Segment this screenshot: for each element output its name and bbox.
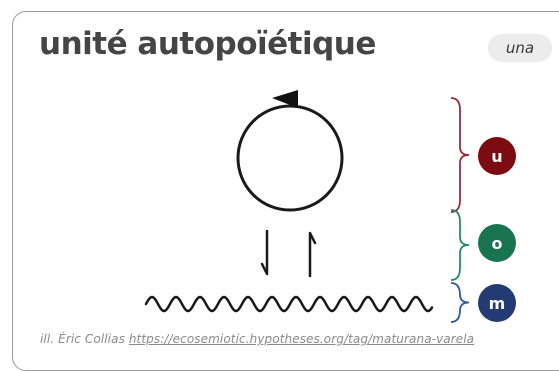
brace-o (450, 209, 470, 281)
medium-wave (144, 295, 434, 313)
badge-u-letter: u (491, 147, 502, 166)
tag-badge: una (488, 34, 552, 62)
badge-o-letter: o (492, 234, 503, 253)
badge-m-letter: m (489, 294, 506, 313)
credit-line: ill. Éric Collias https://ecosemiotic.hy… (40, 332, 474, 346)
page-title: unité autopoïétique (39, 26, 376, 62)
unit-circle (236, 104, 344, 212)
down-arrow (260, 229, 269, 276)
up-arrow (308, 231, 317, 278)
badge-u: u (478, 137, 516, 175)
credit-prefix: ill. Éric Collias (40, 332, 125, 346)
badge-m: m (478, 284, 516, 322)
autopoiesis-diagram: u o m (144, 90, 516, 323)
credit-link[interactable]: https://ecosemiotic.hypotheses.org/tag/m… (128, 332, 475, 346)
circle-arrowhead (272, 90, 298, 108)
badge-o: o (478, 224, 516, 262)
brace-u (450, 97, 470, 213)
brace-m (450, 282, 470, 323)
